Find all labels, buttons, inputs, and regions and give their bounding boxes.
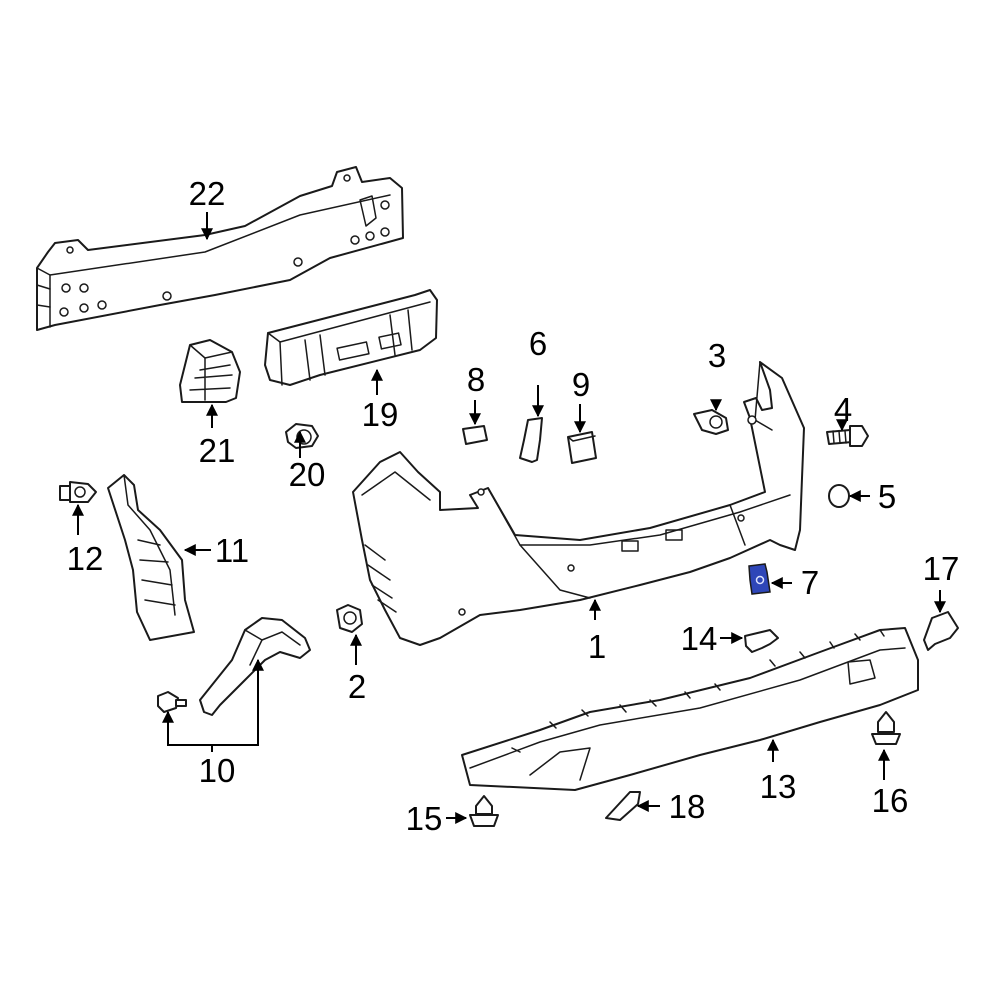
callout-20: 20 — [289, 456, 326, 493]
part-1-bumper-cover[interactable] — [352, 361, 805, 646]
part-10-lower-bracket[interactable] — [199, 617, 311, 716]
callout-11: 11 — [215, 532, 249, 569]
callout-19: 19 — [362, 396, 399, 433]
part-13-lower-valance[interactable] — [461, 627, 919, 791]
callout-22: 22 — [189, 175, 226, 212]
part-18-cap[interactable] — [605, 791, 641, 821]
part-11-side-bracket[interactable] — [107, 474, 195, 641]
callout-21: 21 — [199, 432, 236, 469]
callout-4: 4 — [834, 391, 852, 428]
callout-15: 15 — [406, 800, 443, 837]
part-7-bracket-highlighted[interactable] — [748, 563, 771, 595]
part-19-energy-absorber[interactable] — [264, 289, 438, 386]
callout-3: 3 — [708, 337, 726, 374]
part-8-pad[interactable] — [462, 425, 488, 445]
callout-12: 12 — [67, 540, 104, 577]
part-9-pad[interactable] — [567, 431, 597, 464]
part-2-clip[interactable] — [336, 604, 363, 633]
callout-13: 13 — [760, 768, 797, 805]
callout-5: 5 — [878, 478, 896, 515]
part-21-bracket[interactable] — [179, 339, 241, 403]
callout-6: 6 — [529, 325, 547, 362]
callout-7: 7 — [801, 564, 819, 601]
callout-14: 14 — [681, 620, 718, 657]
callout-10: 10 — [199, 752, 236, 789]
part-10-bolt[interactable] — [157, 691, 187, 713]
part-17-bracket[interactable] — [923, 611, 959, 651]
callout-18: 18 — [669, 788, 706, 825]
part-3-clip[interactable] — [693, 409, 729, 435]
callout-2: 2 — [348, 668, 366, 705]
part-14-clip[interactable] — [744, 629, 779, 653]
callout-9: 9 — [572, 366, 590, 403]
part-6-strip[interactable] — [519, 417, 543, 463]
part-16-clip[interactable] — [871, 711, 901, 745]
part-5-grommet[interactable] — [828, 484, 850, 508]
part-12-fastener[interactable] — [59, 481, 97, 503]
callout-17: 17 — [923, 550, 960, 587]
leader-lines — [72, 212, 946, 824]
part-4-bolt[interactable] — [826, 425, 869, 447]
part-22-reinforcement-beam[interactable] — [36, 166, 404, 331]
part-15-clip[interactable] — [469, 795, 499, 827]
callout-labels: 22 19 21 20 8 6 9 3 4 5 7 11 12 1 14 17 … — [67, 175, 960, 837]
callout-8: 8 — [467, 361, 485, 398]
callout-1: 1 — [588, 628, 606, 665]
callout-16: 16 — [872, 782, 909, 819]
part-20-clip[interactable] — [285, 423, 319, 449]
